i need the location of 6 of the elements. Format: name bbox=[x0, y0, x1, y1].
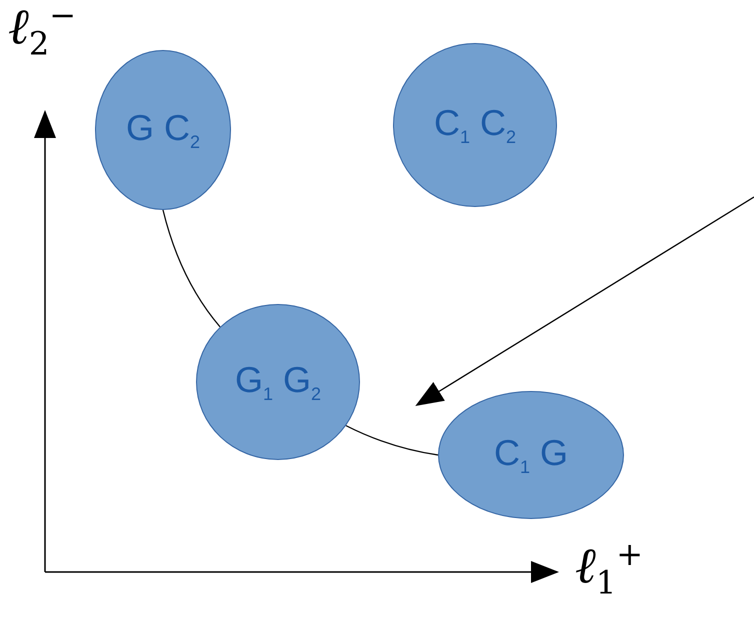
connector-line bbox=[346, 425, 438, 456]
node-label: G C$_{2}$ bbox=[126, 106, 200, 154]
node-label: G$_{1}$ G$_{2}$ bbox=[234, 358, 322, 406]
connector-line bbox=[162, 210, 220, 328]
node-label: C$_{1}$ G bbox=[494, 432, 568, 478]
node-label: C$_{1}$ C$_{2}$ bbox=[434, 102, 516, 148]
